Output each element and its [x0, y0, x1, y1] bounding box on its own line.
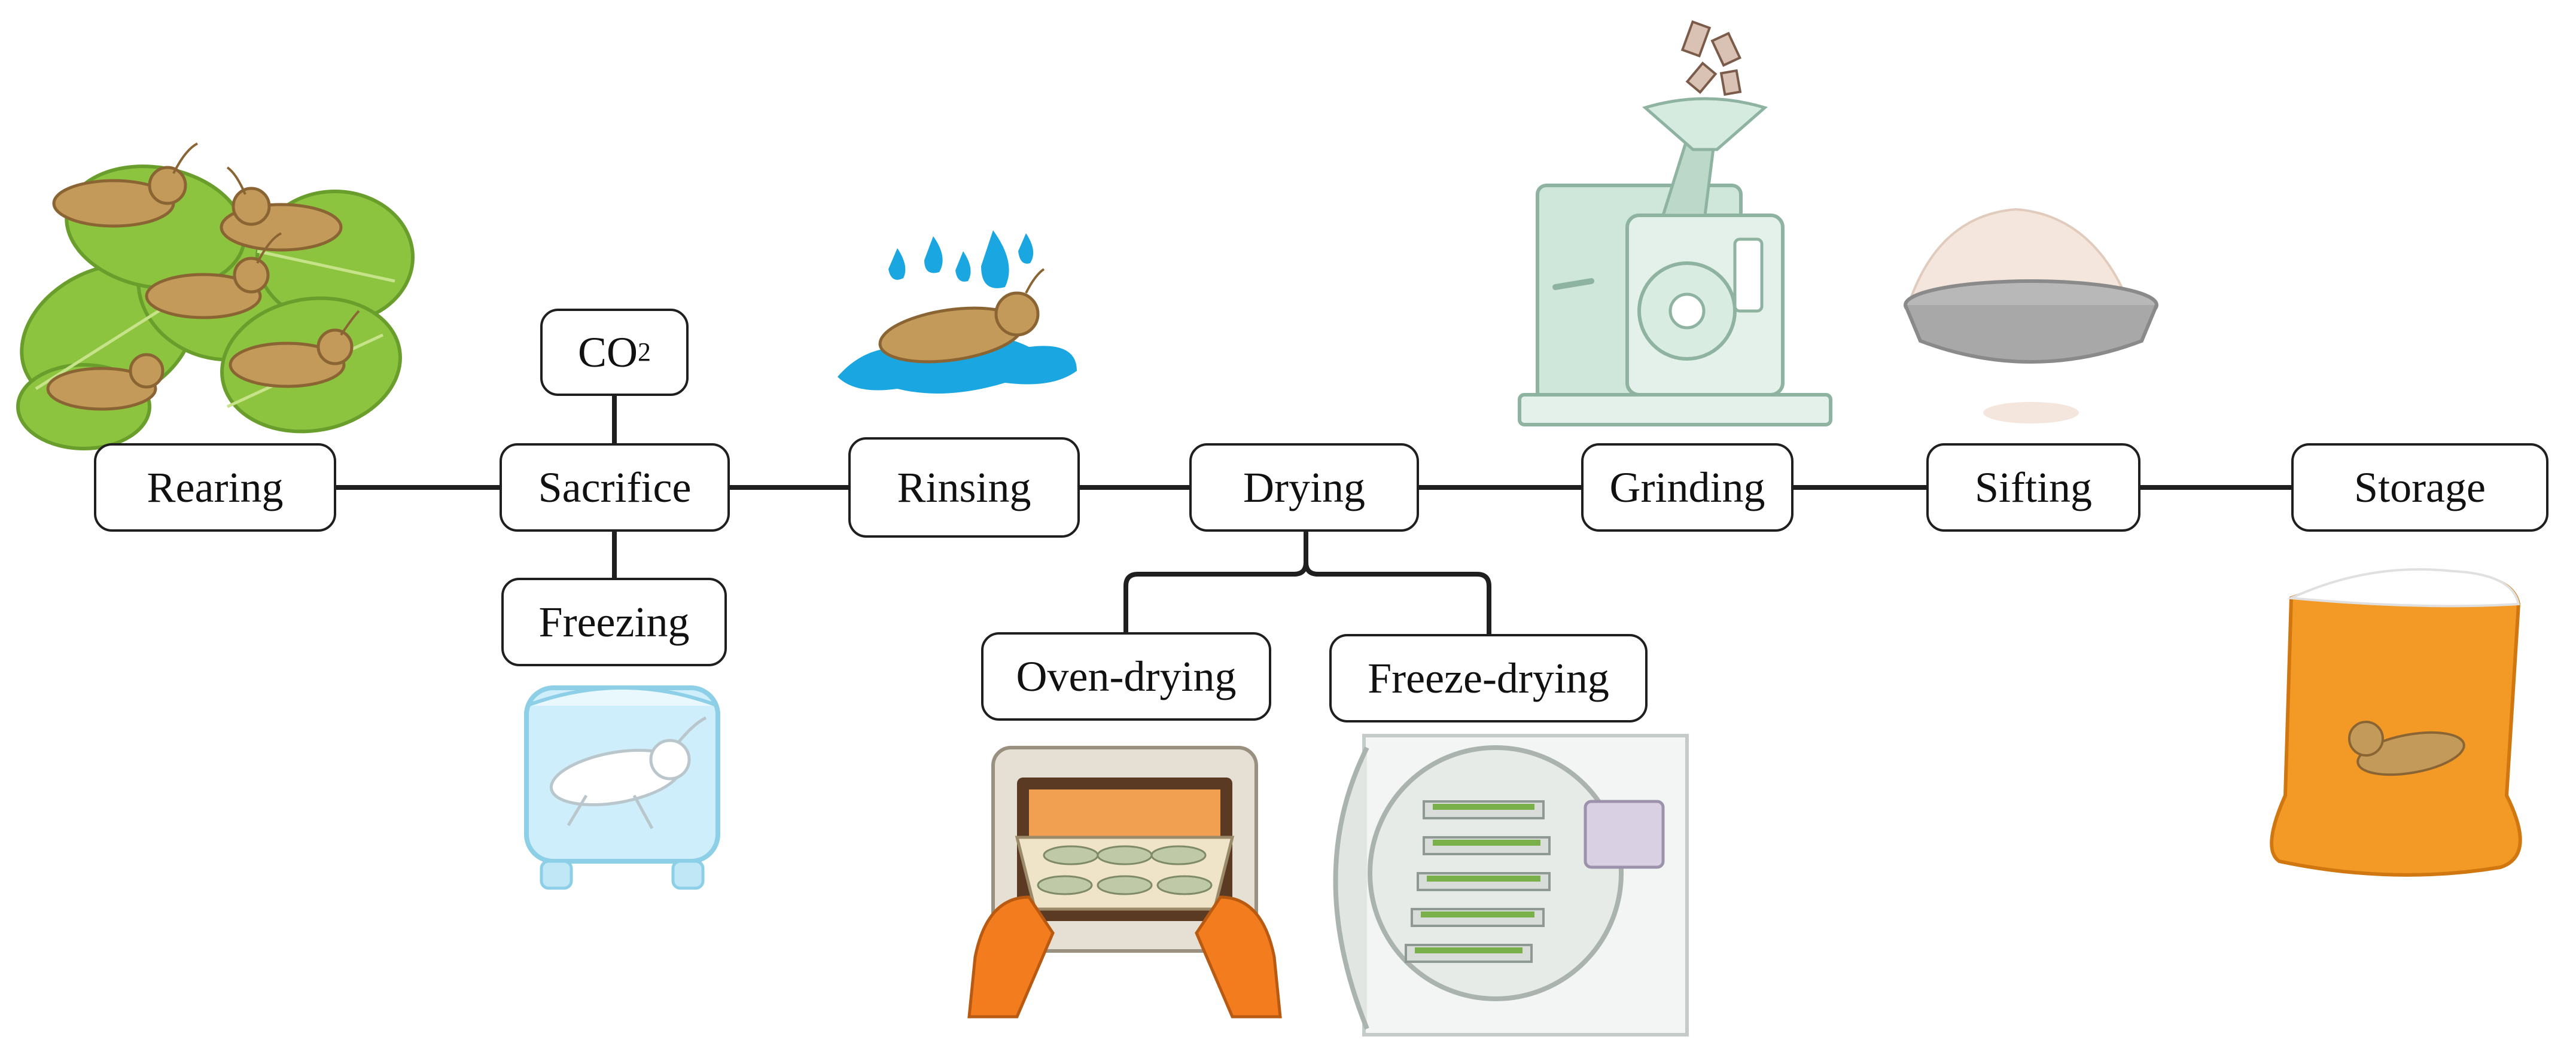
water-splash-cricket-icon — [838, 230, 1077, 394]
method-freeze-drying: Freeze-drying — [1329, 634, 1648, 722]
freeze-dryer-icon — [1333, 734, 1689, 1036]
method-freezing: Freezing — [501, 578, 727, 666]
step-grinding: Grinding — [1581, 443, 1794, 532]
connectors — [334, 394, 2294, 636]
grinder-machine-icon — [1518, 20, 1832, 426]
method-oven-drying: Oven-drying — [981, 632, 1271, 721]
connector-drying-oven — [1123, 530, 1308, 635]
ice-cube-cricket-icon — [524, 685, 720, 890]
powder-sieve-icon — [1904, 208, 2158, 423]
step-sacrifice: Sacrifice — [500, 443, 730, 532]
co2-base: CO — [577, 328, 638, 376]
step-drying: Drying — [1189, 443, 1419, 532]
step-rearing: Rearing — [94, 443, 336, 532]
oven-tray-icon — [967, 746, 1282, 1019]
storage-bag-icon — [2270, 568, 2522, 877]
step-storage: Storage — [2291, 443, 2548, 532]
step-rinsing: Rinsing — [848, 437, 1080, 538]
step-sifting: Sifting — [1926, 443, 2140, 532]
crickets-on-leaves-icon — [16, 142, 415, 450]
connector-drying-freeze — [1304, 560, 1491, 636]
